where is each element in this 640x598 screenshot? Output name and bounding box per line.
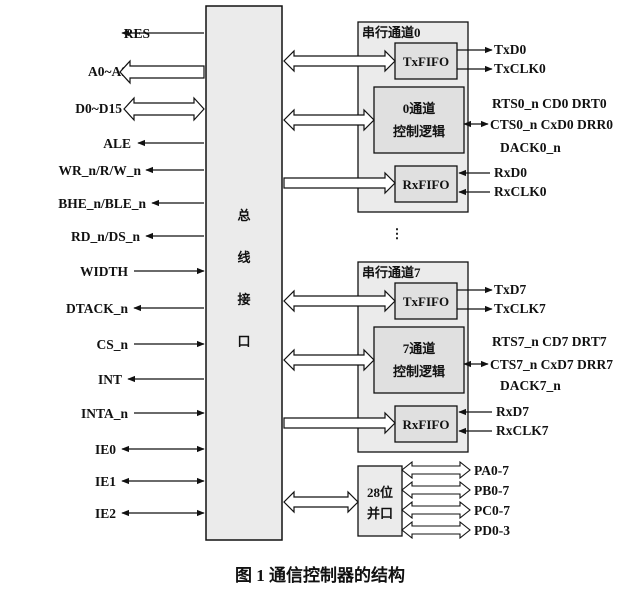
- pb-port-label: PB0-7: [474, 483, 509, 498]
- bus-interface-block: [205, 5, 283, 541]
- channel-7-title: 串行通道7: [362, 265, 421, 280]
- txd7-label: TxD7: [494, 282, 527, 297]
- signal-dtack-label: DTACK_n: [66, 301, 129, 316]
- signal-ie1-label: IE1: [95, 474, 116, 489]
- signal-ie2-label: IE2: [95, 506, 116, 521]
- bus-label-4: 口: [237, 334, 250, 349]
- txclk0-label: TxCLK0: [494, 61, 546, 76]
- channel-0-signals-line-2: CTS0_n CxD0 DRR0: [490, 117, 613, 132]
- rxd0-label: RxD0: [494, 165, 527, 180]
- channel-7-signals-line-3: DACK7_n: [500, 378, 561, 393]
- parallel-port-block: [357, 465, 403, 537]
- bus-label-3: 接: [237, 292, 250, 307]
- signal-cs-label: CS_n: [96, 337, 128, 352]
- pd-port-arrow: [401, 520, 471, 540]
- channel-0-signals-line-1: RTS0_n CD0 DRT0: [492, 96, 607, 111]
- channel-0-ctrl-bus-arrow: [283, 108, 375, 132]
- channel-0-rxfifo: [394, 165, 458, 203]
- bus-label-1: 总: [237, 208, 250, 223]
- channel-0-control-logic: [373, 86, 465, 154]
- channel-0-control-label-2: 控制逻辑: [393, 124, 445, 139]
- channel-ellipsis: ⋮: [391, 226, 404, 241]
- channel-7-txfifo: [394, 282, 458, 320]
- rxd7-label: RxD7: [496, 404, 529, 419]
- signal-ie0-label: IE0: [95, 442, 116, 457]
- channel-7-rxfifo: [394, 405, 458, 443]
- channel-0-tx-bus-arrow: [283, 49, 396, 73]
- parallel-port-bus-arrow: [283, 490, 359, 514]
- signal-ale-label: ALE: [103, 136, 131, 151]
- channel-0-title: 串行通道0: [362, 25, 421, 40]
- channel-7-ctrl-bus-arrow: [283, 348, 375, 372]
- pc-port-label: PC0-7: [474, 503, 510, 518]
- channel-0-signals-line-3: DACK0_n: [500, 140, 561, 155]
- pb-port-arrow: [401, 480, 471, 500]
- channel-0-rx-bus-arrow: [283, 171, 396, 195]
- channel-7-signals-line-2: CTS7_n CxD7 DRR7: [490, 357, 613, 372]
- signal-rd-label: RD_n/DS_n: [71, 229, 141, 244]
- signal-width-label: WIDTH: [80, 264, 129, 279]
- signal-bhe-label: BHE_n/BLE_n: [58, 196, 146, 211]
- bus-label-2: 线: [237, 250, 250, 265]
- txclk7-label: TxCLK7: [494, 301, 546, 316]
- channel-7-txfifo-label: TxFIFO: [403, 294, 449, 309]
- channel-7-control-logic: [373, 326, 465, 394]
- data-bus-arrow: [123, 96, 205, 122]
- rxclk0-label: RxCLK0: [494, 184, 547, 199]
- rxclk7-label: RxCLK7: [496, 423, 549, 438]
- signal-addr-label: A0~A9: [88, 64, 128, 79]
- signal-int-label: INT: [98, 372, 122, 387]
- pd-port-label: PD0-3: [474, 523, 510, 538]
- parallel-port-label-2: 并口: [367, 506, 393, 521]
- signal-inta-label: INTA_n: [81, 406, 129, 421]
- channel-7-control-label-1: 7通道: [403, 341, 436, 356]
- channel-0-rxfifo-label: RxFIFO: [403, 177, 450, 192]
- parallel-port-label-1: 28位: [367, 485, 393, 500]
- pa-port-label: PA0-7: [474, 463, 509, 478]
- signal-data-label: D0~D15: [75, 101, 122, 116]
- channel-0-txfifo-label: TxFIFO: [403, 54, 449, 69]
- channel-7-rx-bus-arrow: [283, 411, 396, 435]
- channel-7-signals-line-1: RTS7_n CD7 DRT7: [492, 334, 607, 349]
- signal-wr-label: WR_n/R/W_n: [58, 163, 141, 178]
- channel-7-tx-bus-arrow: [283, 289, 396, 313]
- address-bus-arrow: [119, 59, 205, 85]
- pa-port-arrow: [401, 460, 471, 480]
- channel-0-txfifo: [394, 42, 458, 80]
- channel-0-control-label-1: 0通道: [403, 101, 436, 116]
- pc-port-arrow: [401, 500, 471, 520]
- figure-caption: 图 1 通信控制器的结构: [235, 565, 405, 585]
- channel-7-rxfifo-label: RxFIFO: [403, 417, 450, 432]
- txd0-label: TxD0: [494, 42, 527, 57]
- channel-7-control-label-2: 控制逻辑: [393, 364, 445, 379]
